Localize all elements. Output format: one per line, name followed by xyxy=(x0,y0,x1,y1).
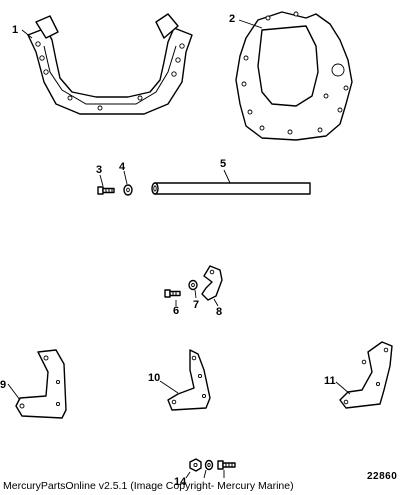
callout-9: 9 xyxy=(0,379,6,391)
callout-7: 7 xyxy=(193,299,199,311)
leader-line-5 xyxy=(223,169,231,184)
part-7-washer xyxy=(188,279,198,291)
leader-line-10 xyxy=(159,380,179,394)
part-3-screw xyxy=(97,186,115,195)
callout-4: 4 xyxy=(119,161,126,173)
part-14-nut xyxy=(189,458,202,472)
leader-line-9 xyxy=(7,383,21,401)
part-4-washer xyxy=(123,184,133,196)
part-9-bracket xyxy=(15,349,67,419)
part-11-bracket xyxy=(339,341,393,409)
callout-10: 10 xyxy=(148,372,160,384)
callout-2: 2 xyxy=(229,13,235,25)
callout-3: 3 xyxy=(96,164,102,176)
leader-line-8 xyxy=(213,298,219,307)
leader-line-4 xyxy=(123,170,128,185)
part-5-tube xyxy=(151,182,311,195)
illustration-number: 22860 xyxy=(367,471,398,482)
footer-copyright: MercuryPartsOnline v2.5.1 (Image Copyrig… xyxy=(3,480,294,492)
callout-6: 6 xyxy=(173,305,179,317)
part-10-bracket xyxy=(167,349,211,411)
leader-line-11 xyxy=(335,381,351,395)
part-2-adapter-plate xyxy=(235,11,353,141)
leader-line-7 xyxy=(194,289,197,299)
callout-14: 14 xyxy=(174,476,187,488)
callout-1: 1 xyxy=(12,24,18,36)
callout-11: 11 xyxy=(324,375,336,387)
washer xyxy=(204,459,214,471)
leader-line-14 xyxy=(185,471,191,479)
screw xyxy=(217,460,236,470)
leader-line-1 xyxy=(21,29,33,39)
callout-8: 8 xyxy=(216,306,222,318)
leader-line-washer xyxy=(203,469,207,479)
callout-5: 5 xyxy=(220,158,226,170)
leader-line-3 xyxy=(99,174,104,187)
part-6-screw xyxy=(164,289,181,298)
leader-line-2 xyxy=(238,19,263,29)
part-1-engine-mount-bracket xyxy=(27,13,193,115)
part-8-clamp xyxy=(201,265,223,301)
